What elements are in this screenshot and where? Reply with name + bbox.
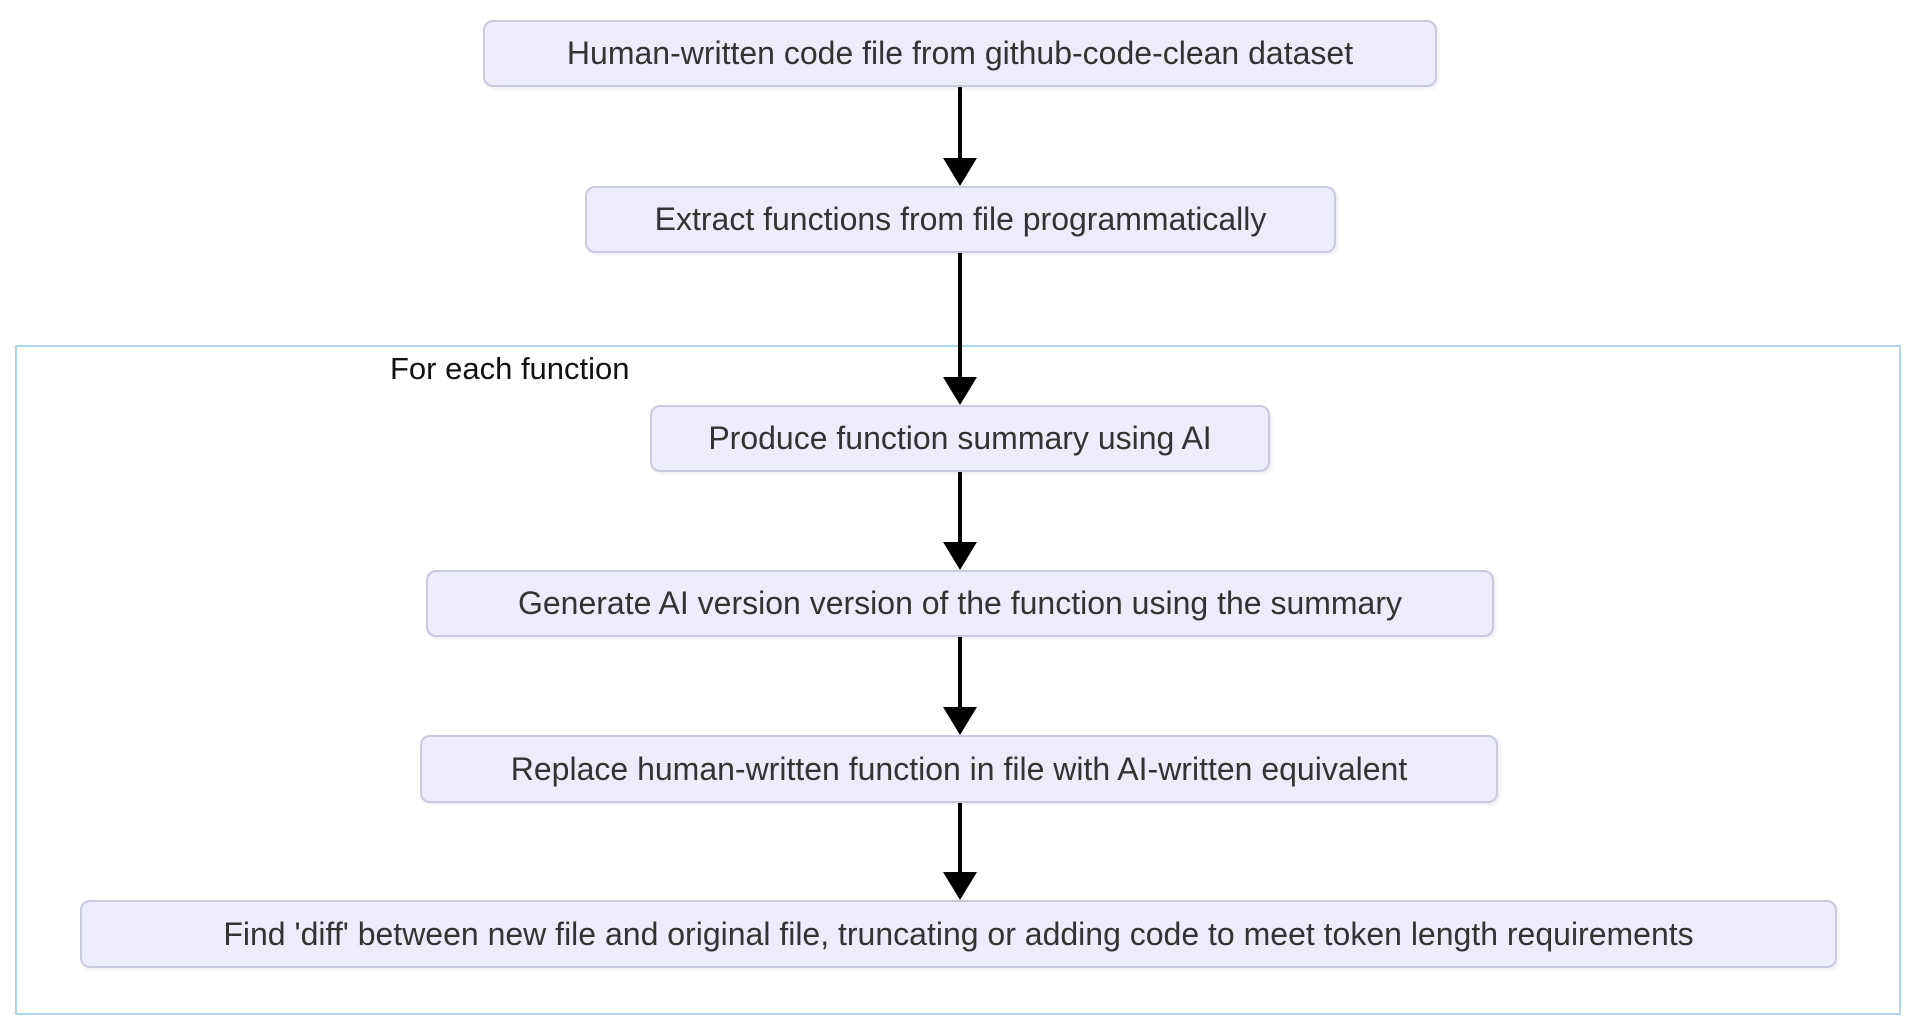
- arrow-down-2: [943, 253, 977, 405]
- arrow-line: [958, 803, 962, 876]
- flow-node-human-code: Human-written code file from github-code…: [483, 20, 1437, 87]
- flow-node-replace-function: Replace human-written function in file w…: [420, 735, 1498, 803]
- arrow-line: [958, 253, 962, 381]
- node-label: Replace human-written function in file w…: [510, 750, 1408, 787]
- arrowhead-down-icon: [943, 158, 977, 186]
- node-label: Human-written code file from github-code…: [566, 35, 1354, 71]
- subgraph-label: For each function: [390, 351, 630, 386]
- node-label: Find 'diff' between new file and origina…: [223, 915, 1694, 952]
- flow-node-produce-summary: Produce function summary using AI: [650, 405, 1270, 472]
- arrow-line: [958, 637, 962, 711]
- arrow-line: [958, 87, 962, 162]
- arrow-down-3: [943, 472, 977, 570]
- arrowhead-down-icon: [943, 872, 977, 900]
- arrowhead-down-icon: [943, 707, 977, 735]
- arrow-down-1: [943, 87, 977, 186]
- flow-node-extract-functions: Extract functions from file programmatic…: [585, 186, 1336, 253]
- arrow-down-5: [943, 803, 977, 900]
- arrow-down-4: [943, 637, 977, 735]
- node-label: Generate AI version version of the funct…: [517, 585, 1402, 621]
- arrowhead-down-icon: [943, 542, 977, 570]
- node-label: Extract functions from file programmatic…: [654, 201, 1267, 237]
- arrowhead-down-icon: [943, 377, 977, 405]
- node-label: Produce function summary using AI: [708, 420, 1212, 456]
- arrow-line: [958, 472, 962, 546]
- flow-node-generate-ai-version: Generate AI version version of the funct…: [426, 570, 1494, 637]
- flow-node-find-diff: Find 'diff' between new file and origina…: [80, 900, 1837, 968]
